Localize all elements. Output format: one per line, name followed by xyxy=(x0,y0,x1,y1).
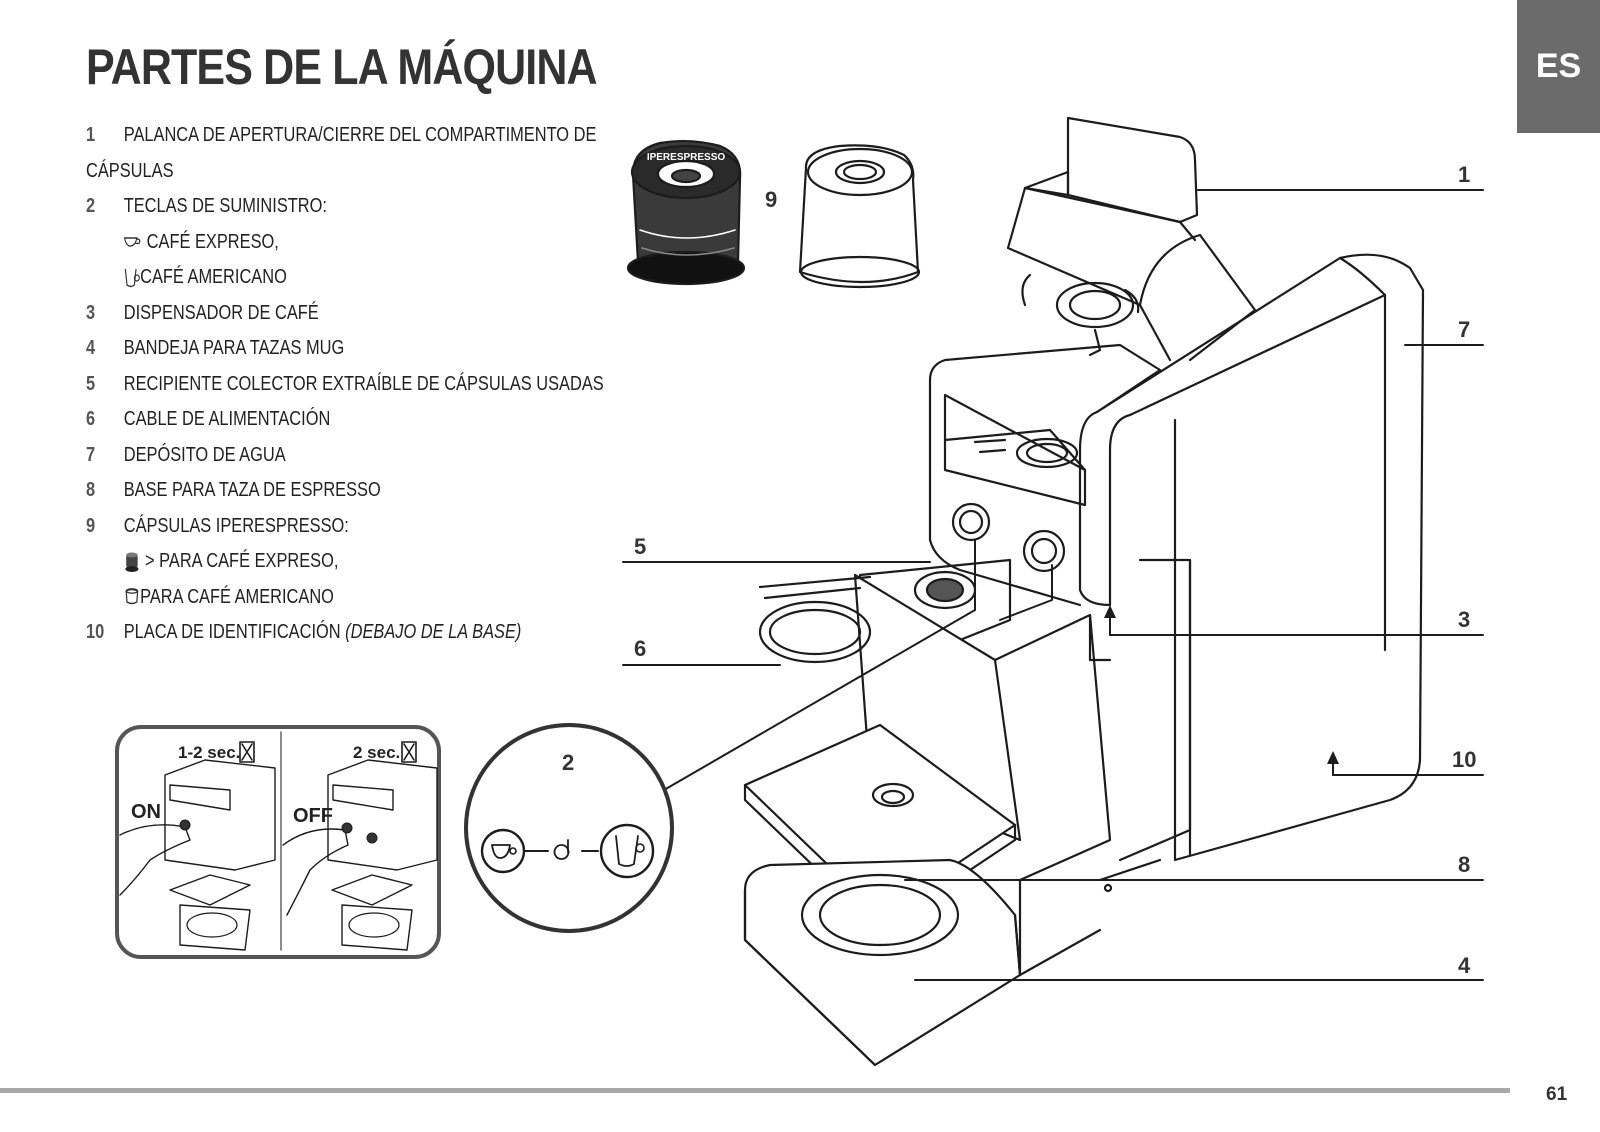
item-text: RECIPIENTE COLECTOR EXTRAÍBLE DE CÁPSULA… xyxy=(123,372,604,395)
list-subitem: > PARA CAFÉ EXPRESO, xyxy=(86,544,545,580)
callout-10: 10 xyxy=(1452,747,1476,772)
hourglass-icon xyxy=(239,741,255,763)
item-number: 2 xyxy=(86,195,96,217)
item-text: DISPENSADOR DE CAFÉ xyxy=(123,301,319,324)
parts-list: 1 PALANCA DE APERTURA/CIERRE DEL COMPARTI… xyxy=(86,118,646,651)
on-time-label: 1-2 sec. xyxy=(178,743,240,762)
on-off-instruction-box xyxy=(115,725,441,959)
list-item: 8 BASE PARA TAZA DE ESPRESSO xyxy=(86,473,545,509)
capsule-brand-text: IPERESPRESSO xyxy=(647,152,726,163)
list-item: 4 BANDEJA PARA TAZAS MUG xyxy=(86,331,545,367)
item-number: 3 xyxy=(86,301,96,324)
list-item: 1 PALANCA DE APERTURA/CIERRE DEL COMPARTI… xyxy=(86,118,596,154)
item-text: CÁPSULAS xyxy=(86,159,174,182)
list-item: 7 DEPÓSITO DE AGUA xyxy=(86,438,545,474)
item-number: 9 xyxy=(86,514,96,537)
list-item: 3 DISPENSADOR DE CAFÉ xyxy=(86,296,545,332)
footer-rule xyxy=(0,1088,1510,1093)
callout-2: 2 xyxy=(562,750,574,775)
item-number: 5 xyxy=(86,372,96,395)
list-subitem: CAFÉ EXPRESO, xyxy=(86,225,545,261)
item-text: CAFÉ AMERICANO xyxy=(140,266,287,288)
list-item: 10 PLACA DE IDENTIFICACIÓN (DEBAJO DE LA … xyxy=(86,615,545,651)
callout-1: 1 xyxy=(1458,162,1470,187)
item-text: BANDEJA PARA TAZAS MUG xyxy=(123,337,345,359)
off-time-label: 2 sec. xyxy=(353,743,400,762)
list-subitem: PARA CAFÉ AMERICANO xyxy=(86,580,545,616)
on-label: ON xyxy=(131,801,161,823)
callout-8: 8 xyxy=(1458,852,1470,877)
svg-text:IPERESPRESSO: IPERESPRESSO xyxy=(647,152,726,163)
callout-5: 5 xyxy=(634,534,646,559)
list-item: 5 RECIPIENTE COLECTOR EXTRAÍBLE DE CÁPSUL… xyxy=(86,367,604,403)
american-capsule-icon xyxy=(125,588,139,605)
item-text: BASE PARA TAZA DE ESPRESSO xyxy=(123,479,381,501)
callout-lines xyxy=(622,189,1484,981)
item-number: 8 xyxy=(86,479,96,501)
item-text: CABLE DE ALIMENTACIÓN xyxy=(123,408,331,430)
page-number: 61 xyxy=(1546,1084,1568,1105)
espresso-cup-icon xyxy=(123,237,141,247)
item-text: CÁPSULAS IPERESPRESSO: xyxy=(123,514,349,537)
callout-4: 4 xyxy=(1458,953,1471,978)
item-text: TECLAS DE SUMINISTRO: xyxy=(123,195,327,217)
hourglass-icon xyxy=(401,741,417,763)
item-text: PARA CAFÉ AMERICANO xyxy=(140,585,334,608)
off-label: OFF xyxy=(293,805,333,827)
list-item-continuation: CÁPSULAS xyxy=(86,154,545,190)
page-title: PARTES DE LA MÁQUINA xyxy=(86,39,598,95)
american-cup-icon xyxy=(124,268,140,287)
callout-7: 7 xyxy=(1458,317,1470,342)
item-text: > PARA CAFÉ EXPRESO, xyxy=(145,550,339,572)
machine-body xyxy=(743,116,1425,1067)
item-text: PLACA DE IDENTIFICACIÓN xyxy=(123,621,346,643)
item-number: 10 xyxy=(86,621,105,643)
language-tab: ES xyxy=(1517,0,1600,133)
list-item: 2 TECLAS DE SUMINISTRO: xyxy=(86,189,545,225)
callout-3: 3 xyxy=(1458,607,1470,632)
item-number: 4 xyxy=(86,337,96,359)
item-number: 7 xyxy=(86,443,96,466)
american-capsule-image xyxy=(798,144,921,289)
callout-6: 6 xyxy=(634,636,646,661)
callout-arrows xyxy=(1104,605,1339,764)
item-text: DEPÓSITO DE AGUA xyxy=(123,443,286,466)
list-item: 9 CÁPSULAS IPERESPRESSO: xyxy=(86,509,545,545)
callout-9: 9 xyxy=(765,187,777,212)
list-subitem: CAFÉ AMERICANO xyxy=(86,260,545,296)
buttons-zoom-circle xyxy=(464,723,674,933)
espresso-capsule-icon xyxy=(125,552,139,572)
item-text-italic: (DEBAJO DE LA BASE) xyxy=(345,621,522,643)
item-text: PALANCA DE APERTURA/CIERRE DEL COMPARTIM… xyxy=(123,124,597,146)
item-text: CAFÉ EXPRESO, xyxy=(146,230,279,253)
item-number: 1 xyxy=(86,124,96,146)
item-number: 6 xyxy=(86,408,96,430)
espresso-capsule-image xyxy=(626,139,746,286)
list-item: 6 CABLE DE ALIMENTACIÓN xyxy=(86,402,545,438)
